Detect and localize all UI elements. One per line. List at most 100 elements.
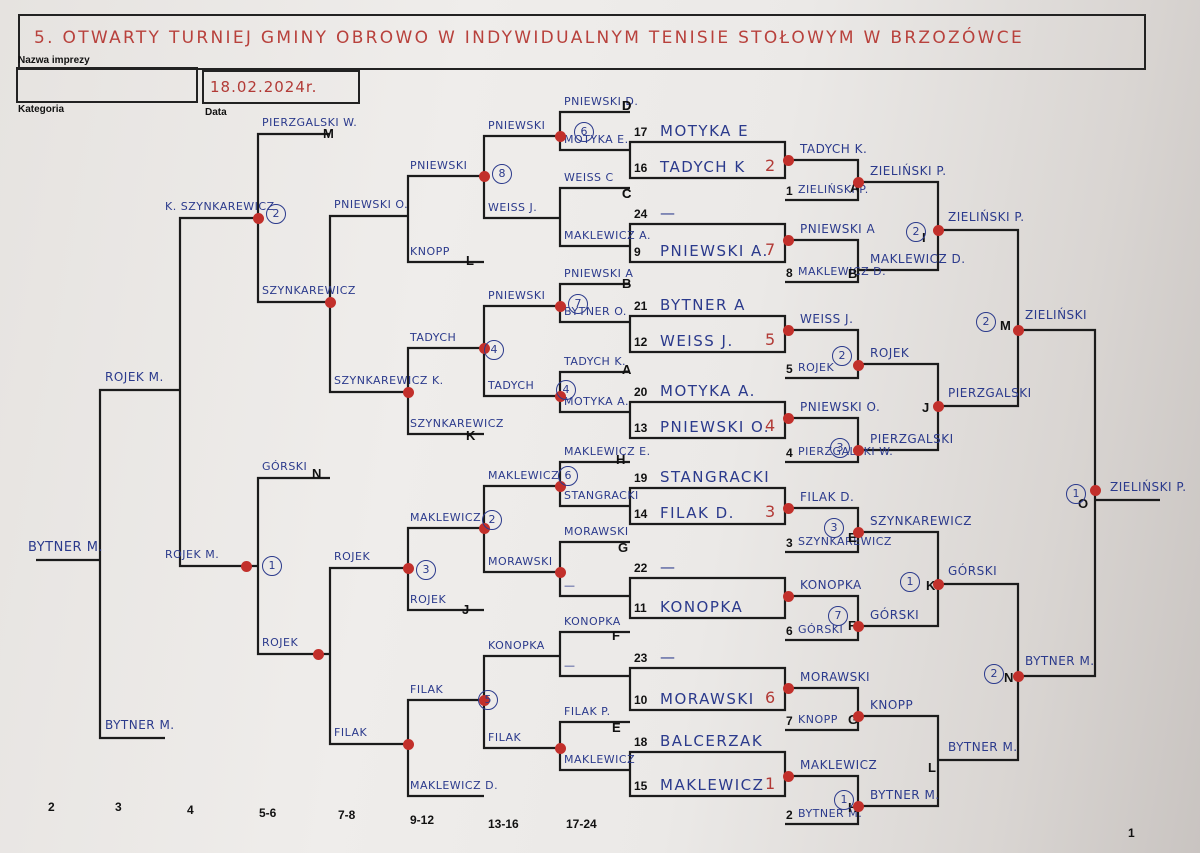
entry-name: TADYCH K <box>660 158 746 176</box>
entry-seed: 22 <box>634 561 648 575</box>
result-dot <box>555 567 566 578</box>
round2-winner: PIERZGALSKI <box>870 432 954 446</box>
title-box: 5. OTWARTY TURNIEJ GMINY OBROWO W INDYWI… <box>18 14 1146 70</box>
place-17-24: 17-24 <box>566 817 597 831</box>
seed-number: 4 <box>786 446 793 460</box>
left-round2-name: KONOPKA <box>488 639 545 652</box>
entry-name: PNIEWSKI O. <box>660 418 771 436</box>
result-dot <box>783 325 794 336</box>
left-round3-name: SZYNKAREWICZ <box>410 417 504 430</box>
result-dot <box>325 297 336 308</box>
bracket-letter: A <box>622 362 632 377</box>
entry-seed: 16 <box>634 161 648 175</box>
tournament-title: 5. OTWARTY TURNIEJ GMINY OBROWO W INDYWI… <box>34 28 1025 48</box>
round2-winner: MAKLEWICZ D. <box>870 252 966 266</box>
bracket-letter: D <box>622 98 632 113</box>
entry-name: KONOPKA <box>660 598 744 616</box>
result-dot <box>555 301 566 312</box>
left-round3-name: FILAK <box>410 683 444 696</box>
result-dot <box>853 621 864 632</box>
circled-number: 2 <box>906 222 926 242</box>
entry-name: MOTYKA E <box>660 122 750 140</box>
circled-number: 1 <box>262 556 282 576</box>
left-round7-name: BYTNER M. <box>105 718 175 732</box>
seed-number: 6 <box>786 624 793 638</box>
bracket-line <box>178 216 258 568</box>
result-dot <box>403 387 414 398</box>
circled-number: 2 <box>832 346 852 366</box>
bracket-letter: H <box>616 452 626 467</box>
round2-winner: ROJEK <box>870 346 910 360</box>
round2-winner: BYTNER M. <box>870 788 940 802</box>
round4-winner: ZIELIŃSKI <box>1025 308 1088 322</box>
circled-number: 6 <box>574 122 594 142</box>
left-entry-name: PNIEWSKI A <box>564 267 634 280</box>
circled-number: 7 <box>568 294 588 314</box>
date-label: Data <box>205 107 227 118</box>
round1-winner: MORAWSKI <box>800 670 871 684</box>
result-dot <box>555 481 566 492</box>
round3-winner: PIERZGALSKI <box>948 386 1032 400</box>
entry-seed: 13 <box>634 421 648 435</box>
bracket-line <box>628 222 787 264</box>
circled-number: 1 <box>1066 484 1086 504</box>
entry-seed: 20 <box>634 385 648 399</box>
circled-number: 3 <box>416 560 436 580</box>
left-final-name: BYTNER M. <box>28 540 104 555</box>
left-round2-name: FILAK <box>488 731 522 744</box>
round3-winner: ZIELIŃSKI P. <box>948 210 1025 224</box>
round1-winner: TADYCH K. <box>800 142 868 156</box>
circled-number: 4 <box>556 380 576 400</box>
bracket-letter: G <box>618 540 629 555</box>
entry-score: 5 <box>765 330 777 349</box>
left-round5-name: ROJEK <box>262 636 299 649</box>
seed-number: 1 <box>786 184 793 198</box>
result-dot <box>783 155 794 166</box>
entry-name: MAKLEWICZ <box>660 776 765 794</box>
bracket-letter: K <box>466 428 476 443</box>
champion-name: ZIELIŃSKI P. <box>1110 480 1187 494</box>
left-round4-name: FILAK <box>334 726 368 739</box>
bracket-letter: E <box>848 530 857 545</box>
seed-name: ROJEK <box>798 361 835 374</box>
bracket-line <box>785 238 860 284</box>
bracket-letter: C <box>622 186 632 201</box>
bracket-letter: L <box>466 253 474 268</box>
circled-number: 3 <box>830 438 850 458</box>
circled-number: 5 <box>478 690 498 710</box>
date-value: 18.02.2024r. <box>210 78 318 96</box>
bracket-line <box>628 486 787 526</box>
left-round2-name: PNIEWSKI <box>488 119 546 132</box>
seed-name: BYTNER M. <box>798 807 863 820</box>
left-entry-name: FILAK P. <box>564 705 611 718</box>
result-dot <box>555 743 566 754</box>
result-dot <box>1090 485 1101 496</box>
bracket-line <box>628 140 787 180</box>
entry-name: FILAK D. <box>660 504 735 522</box>
entry-seed: 19 <box>634 471 648 485</box>
left-round6-name: ROJEK M. <box>165 548 220 561</box>
left-entry-name: PNIEWSKI D. <box>564 95 639 108</box>
left-round5-name: PIERZGALSKI W. <box>262 116 358 129</box>
left-round3-name: MAKLEWICZ <box>410 511 482 524</box>
result-dot <box>555 131 566 142</box>
circled-number: 1 <box>900 572 920 592</box>
left-entry-name: MAKLEWICZ E. <box>564 445 651 458</box>
round2-winner: SZYNKAREWICZ <box>870 514 972 528</box>
entry-seed: 21 <box>634 299 648 313</box>
left-entry-name: MAKLEWICZ A. <box>564 229 651 242</box>
seed-number: 3 <box>786 536 793 550</box>
bracket-letter: C <box>622 186 632 201</box>
result-dot <box>241 561 252 572</box>
entry-name: PNIEWSKI A. <box>660 242 769 260</box>
round2-winner: ZIELIŃSKI P. <box>870 164 947 178</box>
result-dot <box>783 235 794 246</box>
bracket-line <box>628 400 787 440</box>
result-dot <box>783 591 794 602</box>
round2-winner: KNOPP <box>870 698 914 712</box>
result-dot <box>313 649 324 660</box>
event-name-field[interactable] <box>16 67 198 103</box>
entry-seed: 12 <box>634 335 648 349</box>
date-field[interactable]: 18.02.2024r. <box>202 70 360 104</box>
left-round5-name: GÓRSKI <box>262 460 308 473</box>
